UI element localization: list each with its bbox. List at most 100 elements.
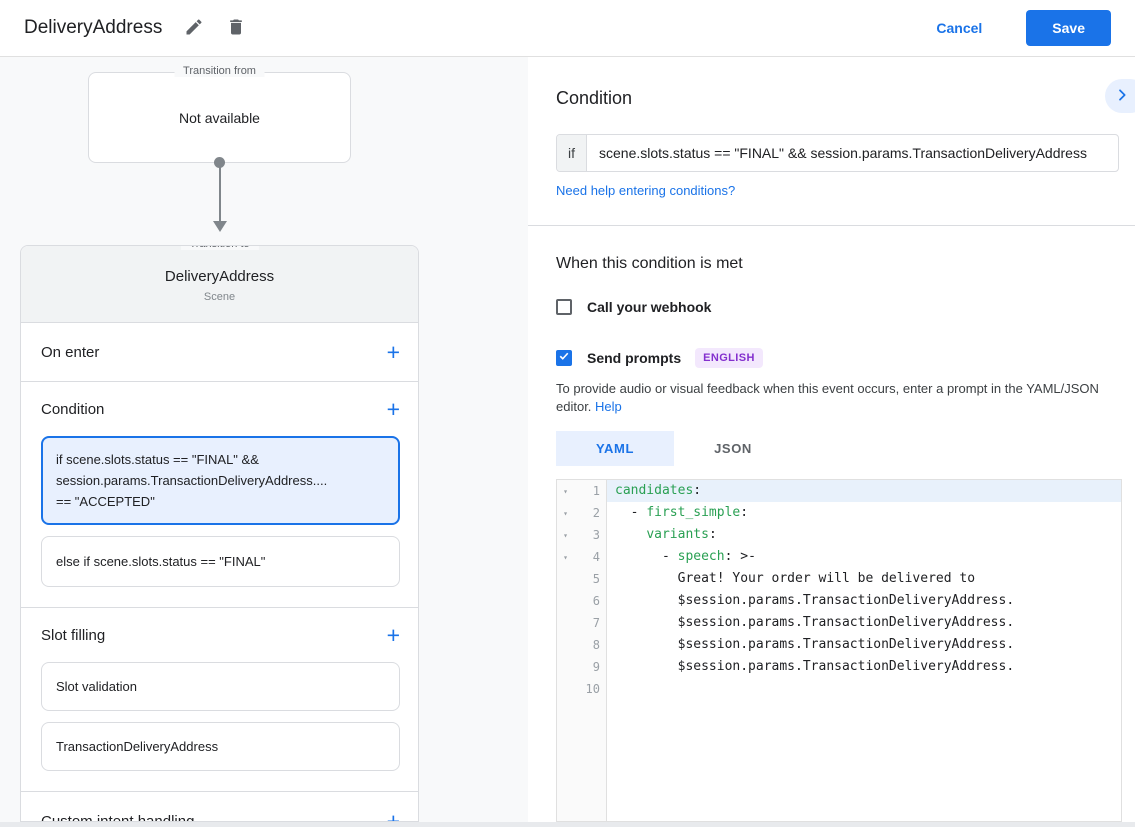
slot-filling-section-head: Slot filling + [41, 608, 400, 662]
pencil-icon [184, 17, 204, 40]
code-line[interactable]: $session.params.TransactionDeliveryAddre… [607, 590, 1121, 612]
line-number: 4 [592, 550, 600, 564]
cancel-button[interactable]: Cancel [930, 19, 988, 37]
code-line[interactable]: $session.params.TransactionDeliveryAddre… [607, 634, 1121, 656]
call-webhook-label: Call your webhook [587, 299, 712, 315]
horizontal-scrollbar[interactable] [0, 822, 1135, 827]
line-number: 2 [592, 506, 600, 520]
collapse-panel-button[interactable] [1105, 79, 1135, 113]
code-segment-plain: - [615, 505, 647, 520]
panel-title: Condition [556, 88, 633, 108]
slot-filling-label: Slot filling [41, 626, 106, 644]
code-line[interactable]: - speech: >- [607, 546, 1121, 568]
condition-detail-panel: Condition if scene.slots.status == "FINA… [528, 57, 1135, 827]
code-segment-plain: : [708, 527, 717, 542]
condition-item-selected[interactable]: if scene.slots.status == "FINAL" && sess… [41, 436, 400, 525]
line-number: 8 [592, 638, 600, 652]
gutter-row: 6 [557, 590, 606, 612]
code-line[interactable]: candidates: [607, 480, 1121, 502]
scene-name: DeliveryAddress [164, 268, 275, 285]
call-webhook-checkbox[interactable] [556, 299, 572, 315]
code-segment-plain: Great! Your order will be delivered to [615, 571, 976, 586]
gutter-row: 10 [557, 678, 606, 700]
line-number: 9 [592, 660, 600, 674]
gutter-row: 9 [557, 656, 606, 678]
condition-section-label: Condition [41, 400, 105, 418]
checkmark-icon [558, 349, 570, 367]
editor-code[interactable]: candidates: - first_simple: variants: - … [607, 480, 1121, 821]
line-number: 10 [585, 682, 600, 696]
code-segment-key: candidates [615, 483, 694, 498]
transition-to-card: Transition to DeliveryAddress Scene On e… [20, 245, 419, 822]
panel-divider [528, 225, 1135, 226]
code-line[interactable]: $session.params.TransactionDeliveryAddre… [607, 656, 1121, 678]
page-title: DeliveryAddress [24, 17, 163, 38]
code-segment-plain: $session.params.TransactionDeliveryAddre… [615, 659, 1015, 674]
gutter-row: ▾2 [557, 502, 606, 524]
on-enter-section: On enter + [21, 323, 418, 382]
condition-expression-row: if scene.slots.status == "FINAL" && sess… [556, 134, 1119, 172]
code-line[interactable]: Great! Your order will be delivered to [607, 568, 1121, 590]
delete-scene-button[interactable] [226, 17, 246, 40]
main-content: Transition from Not available Transition… [0, 57, 1135, 827]
gutter-row: 5 [557, 568, 606, 590]
gutter-row: 7 [557, 612, 606, 634]
slot-validation-item[interactable]: Slot validation [41, 662, 400, 711]
fold-arrow-icon[interactable]: ▾ [563, 552, 568, 562]
code-segment-plain: : [740, 505, 749, 520]
add-slot-button[interactable]: + [386, 621, 400, 648]
condition-line: else if scene.slots.status == "FINAL" [56, 554, 266, 569]
gutter-row: 8 [557, 634, 606, 656]
scene-graph-panel: Transition from Not available Transition… [0, 57, 528, 827]
line-number: 1 [592, 484, 600, 498]
transition-to-legend: Transition to [180, 246, 259, 250]
condition-expression-input[interactable]: scene.slots.status == "FINAL" && session… [599, 145, 1087, 161]
code-line[interactable]: - first_simple: [607, 502, 1121, 524]
code-segment-plain: $session.params.TransactionDeliveryAddre… [615, 615, 1015, 630]
fold-arrow-icon[interactable]: ▾ [563, 508, 568, 518]
condition-help-link[interactable]: Need help entering conditions? [556, 183, 736, 198]
on-enter-label: On enter [41, 343, 100, 361]
tab-yaml[interactable]: YAML [556, 431, 674, 466]
line-number: 5 [592, 572, 600, 586]
condition-met-heading: When this condition is met [556, 255, 743, 272]
custom-intent-label: Custom intent handling [41, 813, 195, 822]
fold-arrow-icon[interactable]: ▾ [563, 530, 568, 540]
connector-arrowhead-icon [213, 221, 227, 232]
trash-icon [226, 17, 246, 40]
save-button[interactable]: Save [1026, 10, 1111, 46]
help-link[interactable]: Help [595, 399, 622, 414]
chevron-right-icon [1114, 87, 1130, 106]
tab-json[interactable]: JSON [714, 441, 752, 456]
line-number: 7 [592, 616, 600, 630]
code-line[interactable]: $session.params.TransactionDeliveryAddre… [607, 612, 1121, 634]
transition-from-box: Transition from Not available [88, 65, 351, 163]
add-custom-intent-button[interactable]: + [387, 810, 400, 822]
line-number: 3 [592, 528, 600, 542]
send-prompts-checkbox[interactable] [556, 350, 572, 366]
code-line[interactable] [607, 678, 1121, 700]
scene-type-label: Scene [203, 291, 236, 303]
fold-arrow-icon[interactable]: ▾ [563, 486, 568, 496]
condition-section: Condition + if scene.slots.status == "FI… [21, 382, 418, 608]
code-segment-key: first_simple [646, 505, 741, 520]
top-bar: DeliveryAddress Cancel Save [0, 0, 1135, 57]
condition-item[interactable]: else if scene.slots.status == "FINAL" [41, 536, 400, 587]
slot-item[interactable]: TransactionDeliveryAddress [41, 722, 400, 771]
connector-dot [214, 157, 225, 168]
code-line[interactable]: variants: [607, 524, 1121, 546]
add-condition-button[interactable]: + [386, 395, 400, 422]
edit-title-button[interactable] [184, 17, 204, 40]
code-segment-plain: : >- [724, 549, 756, 564]
scene-card-header: DeliveryAddress Scene [21, 246, 418, 323]
code-segment-plain: $session.params.TransactionDeliveryAddre… [615, 637, 1015, 652]
send-prompts-row: Send prompts ENGLISH [556, 348, 763, 368]
language-badge: ENGLISH [695, 348, 763, 368]
condition-line: session.params.TransactionDeliveryAddres… [56, 473, 328, 488]
if-prefix-label: if [557, 135, 587, 171]
add-on-enter-button[interactable]: + [386, 338, 400, 365]
code-segment-plain: $session.params.TransactionDeliveryAddre… [615, 593, 1015, 608]
condition-section-head: Condition + [41, 382, 400, 436]
code-segment-key: variants [646, 527, 709, 542]
